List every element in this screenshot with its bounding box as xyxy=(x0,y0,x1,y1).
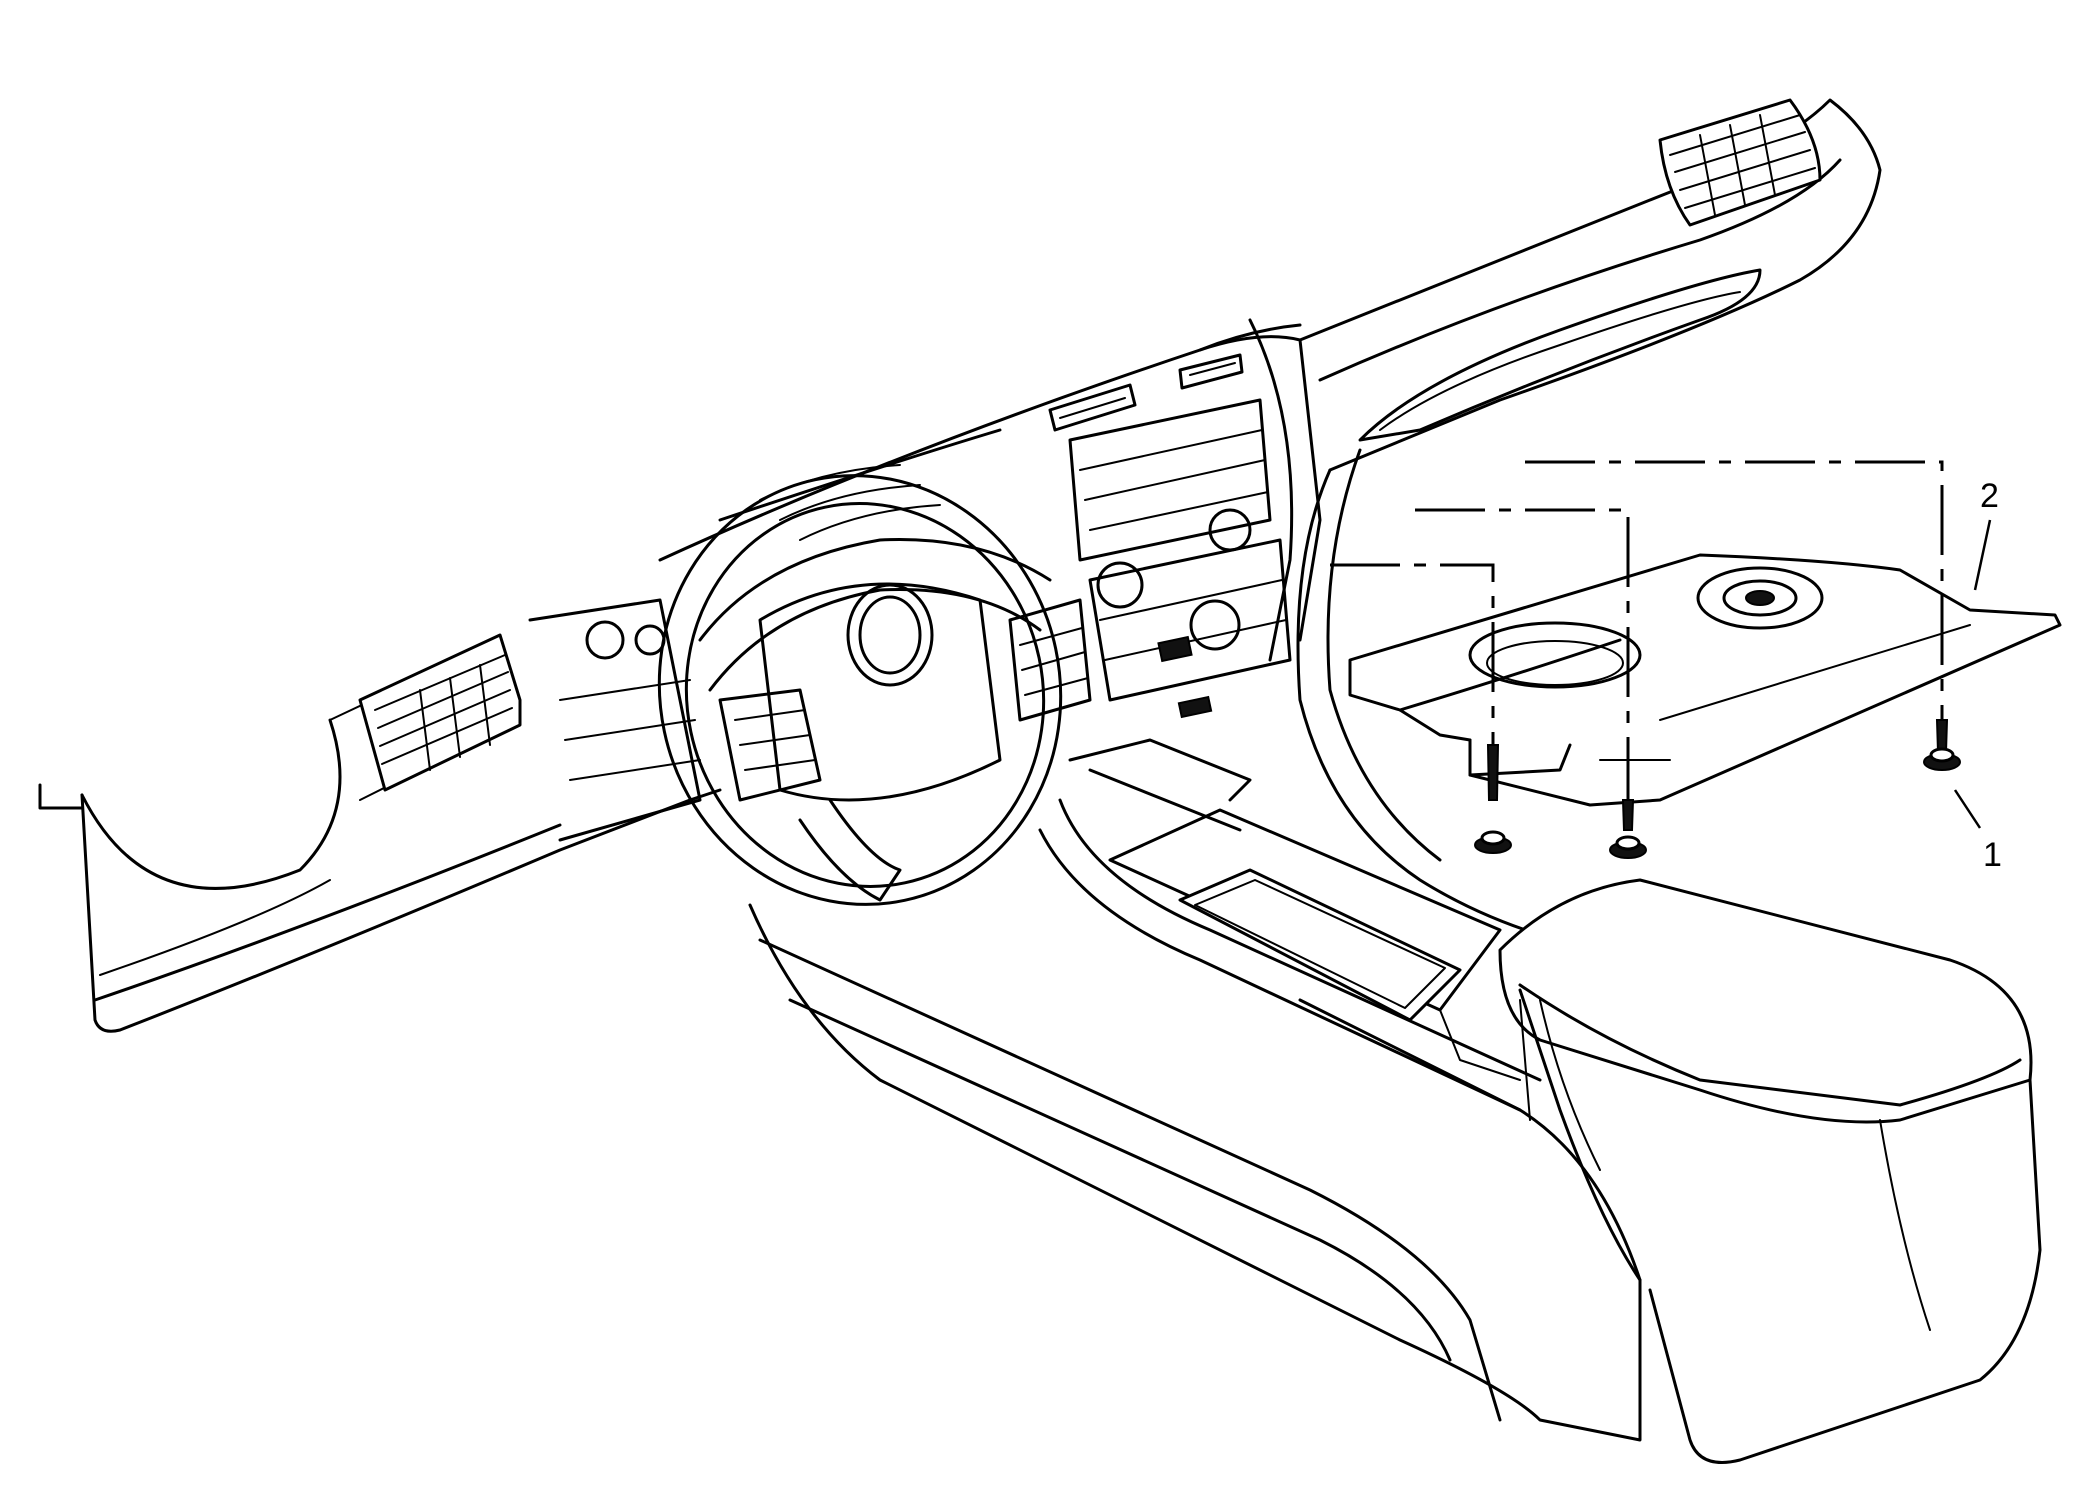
screws xyxy=(1474,719,1961,859)
callouts: 1 2 xyxy=(1953,477,2002,874)
left-dashboard-panel xyxy=(38,598,722,1033)
steering-wheel xyxy=(657,474,1092,906)
screw-icon xyxy=(1609,799,1647,859)
callout-1-label: 1 xyxy=(1983,836,2002,874)
right-dashboard xyxy=(1296,98,1882,952)
screw-icon xyxy=(1923,719,1961,771)
callout-2-label: 2 xyxy=(1980,477,1999,515)
callout-1-leader xyxy=(1953,789,1982,829)
phantom-lines xyxy=(1330,460,1944,800)
console-trim-cover xyxy=(1348,553,2062,807)
center-console xyxy=(748,738,2042,1464)
screw-icon xyxy=(1474,744,1512,854)
callout-2-leader xyxy=(1973,519,1992,591)
instrument-panel xyxy=(658,318,1322,719)
